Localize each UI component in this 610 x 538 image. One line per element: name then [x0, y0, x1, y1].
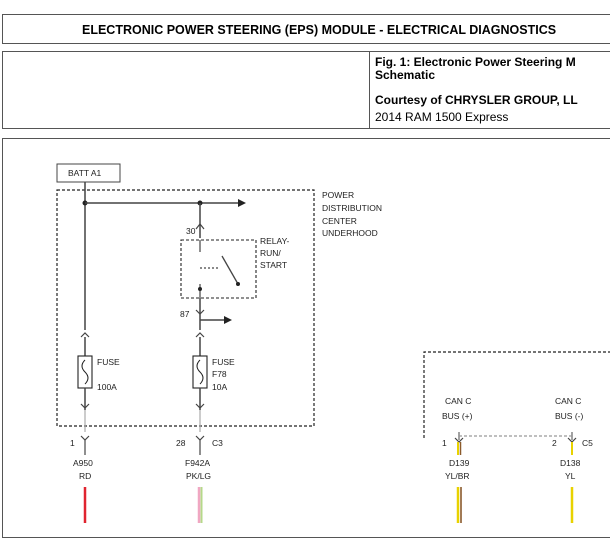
- fuse2-id: F78: [212, 369, 227, 379]
- circuit-a950-label: A950: [73, 458, 93, 468]
- fuse1-bottom-terminal: [80, 403, 90, 409]
- eps-module-enclosure: [423, 351, 610, 438]
- can-low-label-line1: CAN C: [555, 396, 581, 406]
- relay-output-arrow: [224, 316, 232, 324]
- fuse2-name: FUSE: [212, 357, 235, 367]
- wire-color-yl-label: YL: [565, 471, 576, 481]
- document-page: ELECTRONIC POWER STEERING (EPS) MODULE -…: [2, 14, 610, 538]
- pdc-enclosure: [56, 189, 315, 427]
- figure-info-divider: [369, 51, 370, 129]
- batt-label: BATT A1: [68, 168, 102, 178]
- pin-1-label: 1: [70, 438, 75, 448]
- title-box: [2, 14, 610, 44]
- bus-arrow-right: [238, 199, 246, 207]
- fuse2-bottom-terminal: [195, 403, 205, 409]
- figure-caption: Fig. 1: Electronic Power Steering M Sche…: [375, 56, 576, 82]
- fuse1-element: [81, 359, 89, 385]
- pdc-label-line3: CENTER: [322, 216, 357, 226]
- pin-1-terminal: [80, 435, 90, 441]
- can-low-label-line2: BUS (-): [555, 411, 584, 421]
- pdc-label-line2: DISTRIBUTION: [322, 203, 382, 213]
- figure-caption-line2: Schematic: [375, 68, 436, 82]
- relay-pin-87: 87: [180, 309, 190, 319]
- page-title: ELECTRONIC POWER STEERING (EPS) MODULE -…: [82, 23, 557, 37]
- wire-color-pklg-label: PK/LG: [186, 471, 211, 481]
- fuse1-top-terminal: [80, 332, 90, 338]
- fuse1-name: FUSE: [97, 357, 120, 367]
- can-pin-2-label: 2: [552, 438, 557, 448]
- figure-vehicle: 2014 RAM 1500 Express: [375, 110, 509, 124]
- circuit-d139-label: D139: [449, 458, 470, 468]
- pdc-label-line1: POWER: [322, 190, 354, 200]
- schematic-diagram: BATT A1 POWER DISTRIBUTION CENTER UNDERH…: [56, 163, 610, 523]
- can-high-label-line2: BUS (+): [442, 411, 473, 421]
- pin-28-terminal: [195, 435, 205, 441]
- relay-pin30-terminal: [195, 223, 205, 230]
- fuse2-top-terminal: [195, 332, 205, 338]
- wire-color-rd-label: RD: [79, 471, 91, 481]
- relay-box: [180, 239, 257, 299]
- figure-info-box: [2, 51, 610, 129]
- relay-switch-pivot: [236, 282, 240, 286]
- relay-pin87-terminal: [195, 309, 205, 315]
- circuit-f942a-label: F942A: [185, 458, 210, 468]
- relay-contact-node: [198, 287, 202, 291]
- connector-c3-label: C3: [212, 438, 223, 448]
- relay-label-line3: START: [260, 260, 287, 270]
- pin-28-label: 28: [176, 438, 186, 448]
- relay-label-line1: RELAY-: [260, 236, 289, 246]
- figure-caption-line1: Fig. 1: Electronic Power Steering M: [375, 55, 576, 69]
- can-pin-1-label: 1: [442, 438, 447, 448]
- wire-color-ylbr-label: YL/BR: [445, 471, 470, 481]
- fuse2-element: [196, 359, 204, 385]
- figure-courtesy: Courtesy of CHRYSLER GROUP, LL: [375, 93, 578, 107]
- batt-label-box: [56, 163, 121, 183]
- connector-c5-label: C5: [582, 438, 593, 448]
- fuse1-rating: 100A: [97, 382, 117, 392]
- fuse2-rating: 10A: [212, 382, 227, 392]
- relay-label-line2: RUN/: [260, 248, 281, 258]
- pdc-label-line4: UNDERHOOD: [322, 228, 378, 238]
- relay-pin-30: 30: [186, 226, 196, 236]
- circuit-d138-label: D138: [560, 458, 581, 468]
- relay-switch-arm: [221, 255, 239, 285]
- can-high-label-line1: CAN C: [445, 396, 471, 406]
